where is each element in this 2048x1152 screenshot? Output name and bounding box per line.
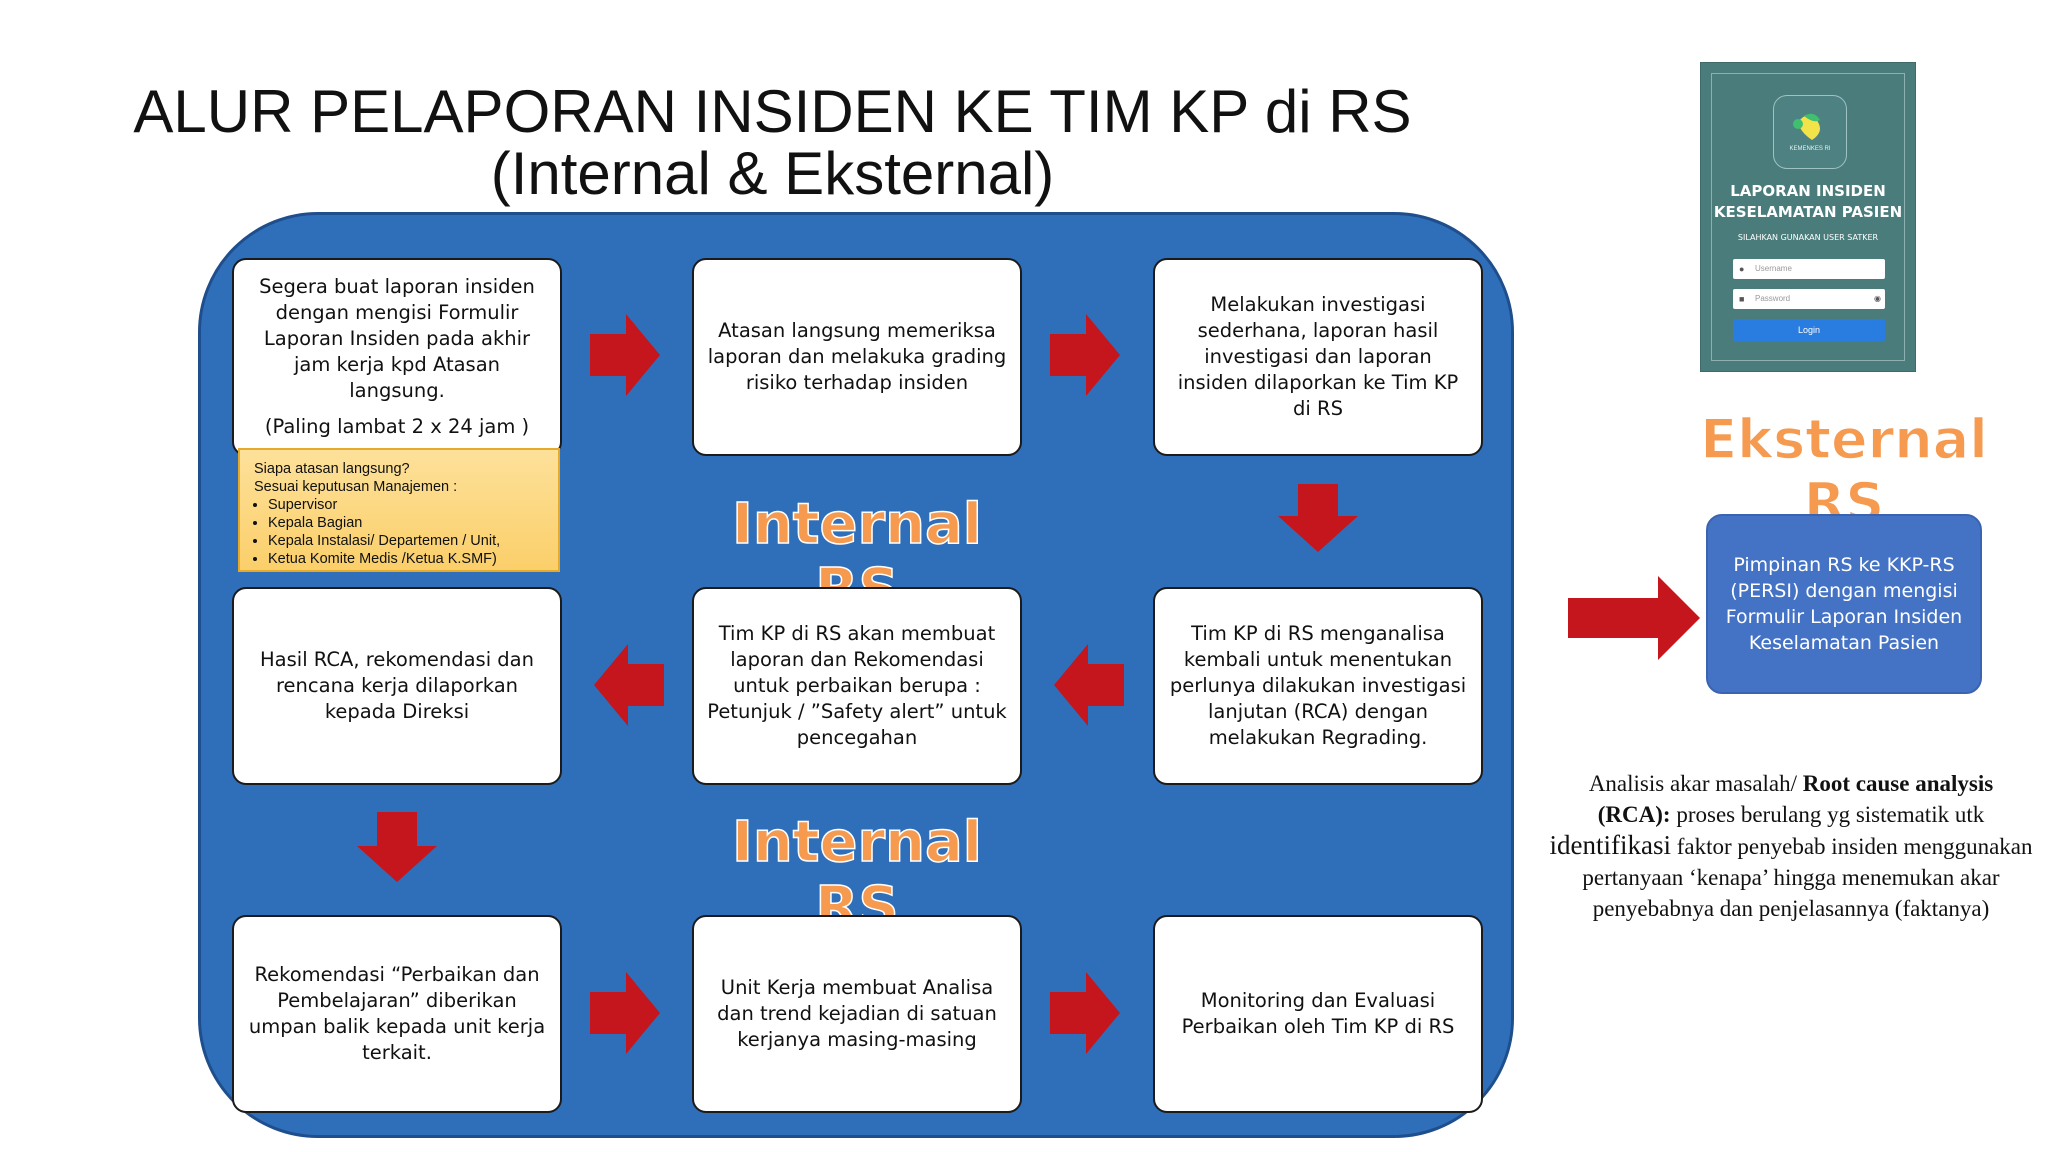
rca-text-part3: faktor penyebab insiden menggunakan pert… [1582,834,2033,921]
note-intro: Sesuai keputusan Manajemen : [254,479,458,495]
direct-supervisor-note: Siapa atasan langsung? Sesuai keputusan … [238,448,560,572]
app-title-line-1: LAPORAN INSIDEN [1730,182,1886,200]
step-3-text: Melakukan investigasi sederhana, laporan… [1177,293,1459,420]
note-question: Siapa atasan langsung? [254,461,410,477]
arrow-down-icon [357,812,437,882]
arrow-right-icon [590,314,660,396]
rca-term: Root cause analysis [1802,771,1994,796]
internal-rs-label-2: Internal RS [731,809,982,941]
step-8-box: Unit Kerja membuat Analisa dan trend kej… [692,915,1022,1113]
step-1-box: Segera buat laporan insiden dengan mengi… [232,258,562,456]
step-2-text: Atasan langsung memeriksa laporan dan me… [707,319,1007,394]
rca-text-part2: proses berulang yg sistematik utk [1670,802,1985,827]
step-4-text: Tim KP di RS menganalisa kembali untuk m… [1169,622,1467,749]
app-frame [1711,73,1905,361]
app-subtitle: SILAHKAN GUNAKAN USER SATKER [1737,233,1879,242]
title-line-2: (Internal & Eksternal) [490,140,1055,207]
note-item: Supervisor [268,496,544,514]
note-item: Kepala Instalasi/ Departemen / Unit, [268,532,544,550]
step-9-box: Monitoring dan Evaluasi Perbaikan oleh T… [1153,915,1483,1113]
login-button[interactable]: Login [1733,319,1885,341]
step-7-text: Rekomendasi “Perbaikan dan Pembelajaran”… [248,963,546,1064]
incident-report-app-screenshot: KEMENKES RI LAPORAN INSIDEN KESELAMATAN … [1700,62,1916,372]
rca-abbrev: (RCA): [1597,802,1671,827]
rca-text-part1: Analisis akar masalah/ [1588,771,1803,796]
note-item: Ketua Komite Medis /Ketua K.SMF) [268,550,544,568]
step-2-box: Atasan langsung memeriksa laporan dan me… [692,258,1022,456]
step-6-text: Hasil RCA, rekomendasi dan rencana kerja… [260,648,534,723]
eye-icon[interactable]: ◉ [1874,294,1881,303]
note-list: Supervisor Kepala Bagian Kepala Instalas… [254,496,544,568]
step-3-box: Melakukan investigasi sederhana, laporan… [1153,258,1483,456]
step-1-subtext: (Paling lambat 2 x 24 jam ) [264,415,530,438]
step-5-box: Tim KP di RS akan membuat laporan dan Re… [692,587,1022,785]
password-placeholder: Password [1755,294,1791,303]
step-6-box: Hasil RCA, rekomendasi dan rencana kerja… [232,587,562,785]
app-title: LAPORAN INSIDEN KESELAMATAN PASIEN [1701,181,1915,223]
note-item: Kepala Bagian [268,514,544,532]
app-title-line-2: KESELAMATAN PASIEN [1713,203,1903,221]
step-1-text: Segera buat laporan insiden dengan mengi… [259,275,535,402]
arrow-right-icon [1568,576,1700,660]
password-field[interactable]: ■ Password ◉ [1733,289,1885,309]
external-report-box: Pimpinan RS ke KKP-RS (PERSI) dengan men… [1706,514,1982,694]
step-8-text: Unit Kerja membuat Analisa dan trend kej… [717,976,997,1051]
arrow-down-icon [1278,484,1358,552]
arrow-right-icon [1050,314,1120,396]
username-placeholder: Username [1755,264,1792,273]
step-7-box: Rekomendasi “Perbaikan dan Pembelajaran”… [232,915,562,1113]
step-5-text: Tim KP di RS akan membuat laporan dan Re… [707,622,1007,749]
step-4-box: Tim KP di RS menganalisa kembali untuk m… [1153,587,1483,785]
rca-keyword: identifikasi [1549,830,1671,860]
user-icon: ● [1739,264,1745,274]
rca-definition: Analisis akar masalah/ Root cause analys… [1548,768,2034,924]
username-field[interactable]: ● Username [1733,259,1885,279]
kemenkes-logo-icon: KEMENKES RI [1773,95,1847,169]
step-9-text: Monitoring dan Evaluasi Perbaikan oleh T… [1181,989,1455,1038]
arrow-left-icon [1054,644,1124,726]
arrow-left-icon [594,644,664,726]
logo-caption: KEMENKES RI [1789,146,1831,152]
arrow-right-icon [590,972,660,1054]
lock-icon: ■ [1739,294,1745,304]
title-line-1: ALUR PELAPORAN INSIDEN KE TIM KP di RS [133,78,1412,145]
arrow-right-icon [1050,972,1120,1054]
